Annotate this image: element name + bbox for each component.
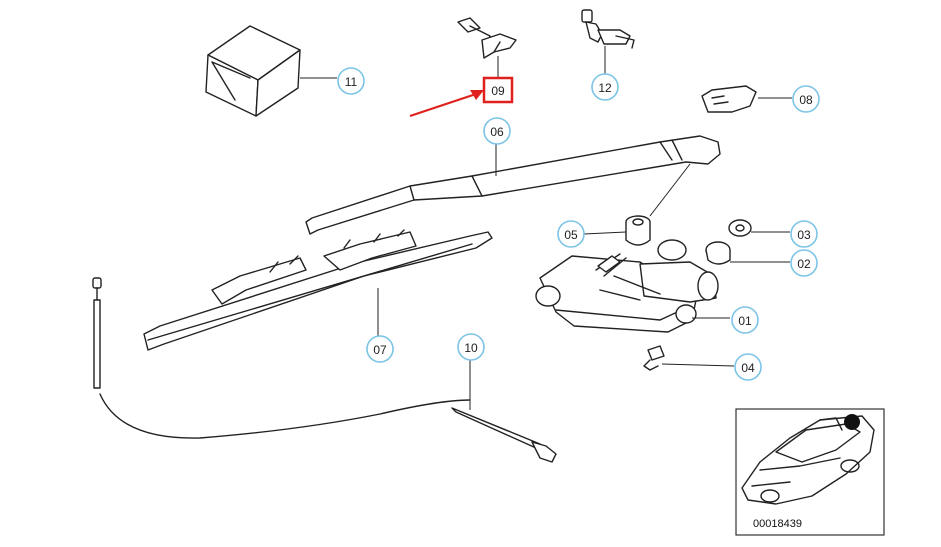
part-02-bushing[interactable]	[705, 241, 731, 265]
callout-11[interactable]: 11	[337, 67, 365, 95]
part-03-bushing[interactable]	[728, 219, 752, 237]
svg-text:03: 03	[797, 228, 811, 242]
highlight-arrow-head	[470, 90, 484, 100]
callout-08[interactable]: 08	[792, 85, 820, 113]
leader-05	[583, 231, 627, 235]
part-09-washer-jet[interactable]	[457, 17, 517, 59]
svg-text:12: 12	[598, 81, 612, 95]
svg-text:08: 08	[799, 93, 813, 107]
highlight-arrow-line	[409, 92, 477, 118]
part-01-wiper-motor[interactable]	[535, 239, 719, 333]
part-04-screw[interactable]	[643, 345, 665, 371]
svg-text:02: 02	[797, 257, 811, 271]
part-11-box[interactable]	[205, 25, 301, 117]
callout-12[interactable]: 12	[591, 73, 619, 101]
callout-02[interactable]: 02	[790, 249, 818, 277]
svg-text:11: 11	[345, 75, 358, 89]
part-07-wiper-blade[interactable]	[143, 229, 493, 351]
part-06-wiper-arm[interactable]	[305, 135, 721, 235]
svg-text:01: 01	[738, 314, 752, 328]
part-10-hose[interactable]	[92, 277, 557, 463]
callout-09-highlighted[interactable]: 09	[482, 76, 514, 104]
svg-text:06: 06	[490, 125, 504, 139]
part-08-cap[interactable]	[701, 85, 757, 113]
callout-03[interactable]: 03	[790, 220, 818, 248]
callout-04[interactable]: 04	[734, 353, 762, 381]
svg-text:07: 07	[373, 343, 387, 357]
leader-04	[661, 363, 735, 367]
svg-text:05: 05	[564, 228, 578, 242]
part-12-connector[interactable]	[581, 9, 635, 49]
inset-code: 00018439	[753, 518, 802, 530]
inset-car-location: 00018439	[735, 408, 885, 536]
leader-06-05	[649, 163, 691, 217]
callout-07[interactable]: 07	[366, 335, 394, 363]
callout-10[interactable]: 10	[457, 333, 485, 361]
svg-text:04: 04	[741, 361, 755, 375]
location-marker	[844, 414, 860, 430]
callout-05[interactable]: 05	[557, 220, 585, 248]
car-outline-image	[741, 415, 875, 505]
svg-text:09: 09	[491, 84, 505, 98]
callout-06[interactable]: 06	[483, 117, 511, 145]
part-05-grommet[interactable]	[625, 215, 651, 246]
svg-text:10: 10	[464, 341, 478, 355]
callout-01[interactable]: 01	[731, 306, 759, 334]
